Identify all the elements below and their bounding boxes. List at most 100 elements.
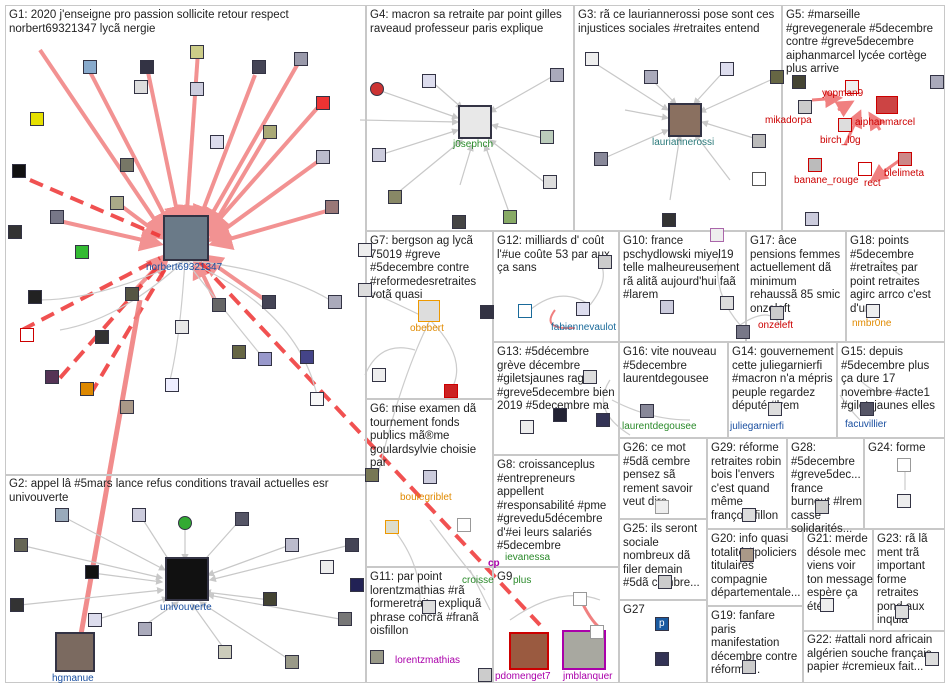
node-label-norbert[interactable]: norbert69321347 bbox=[146, 262, 223, 273]
node-avatar[interactable] bbox=[422, 74, 436, 88]
node-avatar[interactable] bbox=[845, 80, 859, 94]
node-avatar[interactable] bbox=[372, 148, 386, 162]
node-avatar[interactable] bbox=[28, 290, 42, 304]
node-avatar[interactable] bbox=[210, 135, 224, 149]
node-label-pdomenget7[interactable]: pdomenget7 bbox=[495, 671, 551, 682]
node-avatar[interactable] bbox=[8, 225, 22, 239]
node-avatar[interactable] bbox=[736, 325, 750, 339]
node-avatar[interactable] bbox=[644, 70, 658, 84]
node-avatar[interactable] bbox=[300, 350, 314, 364]
node-label-banane[interactable]: banane_rouge bbox=[794, 175, 859, 186]
node-label-rect[interactable]: rect bbox=[864, 178, 881, 189]
node-avatar[interactable] bbox=[594, 152, 608, 166]
node-avatar[interactable] bbox=[45, 370, 59, 384]
node-avatar[interactable] bbox=[660, 300, 674, 314]
node-avatar[interactable] bbox=[768, 402, 782, 416]
node-label-plus[interactable]: plus bbox=[513, 575, 532, 586]
node-label-yopman9[interactable]: yopman9 bbox=[822, 88, 864, 99]
node-avatar[interactable] bbox=[798, 100, 812, 114]
node-label-bleli[interactable]: blelimeta bbox=[884, 168, 925, 179]
node-label-onzeleft[interactable]: onzeleft bbox=[758, 320, 794, 331]
node-avatar[interactable] bbox=[640, 404, 654, 418]
node-avatar-j0sephch[interactable] bbox=[458, 105, 492, 139]
node-avatar[interactable] bbox=[655, 652, 669, 666]
node-avatar[interactable] bbox=[897, 458, 911, 472]
node-avatar[interactable] bbox=[858, 162, 872, 176]
node-label-jmblanquer[interactable]: jmblanquer bbox=[563, 671, 613, 682]
node-label-laurentdegousee[interactable]: laurentdegousee bbox=[622, 421, 697, 432]
node-avatar[interactable] bbox=[120, 158, 134, 172]
node-avatar[interactable] bbox=[345, 538, 359, 552]
node-avatar[interactable] bbox=[85, 565, 99, 579]
node-avatar[interactable] bbox=[590, 625, 604, 639]
node-avatar[interactable] bbox=[263, 125, 277, 139]
node-avatar[interactable] bbox=[235, 512, 249, 526]
node-avatar[interactable] bbox=[838, 118, 852, 132]
node-avatar[interactable] bbox=[110, 196, 124, 210]
node-avatar[interactable] bbox=[742, 508, 756, 522]
node-avatar[interactable] bbox=[316, 150, 330, 164]
node-avatar[interactable] bbox=[720, 62, 734, 76]
node-avatar[interactable] bbox=[860, 402, 874, 416]
node-avatar[interactable] bbox=[895, 605, 909, 619]
node-avatar[interactable] bbox=[138, 622, 152, 636]
node-avatar[interactable] bbox=[310, 392, 324, 406]
node-avatar[interactable] bbox=[316, 96, 330, 110]
node-avatar[interactable] bbox=[258, 352, 272, 366]
node-avatar[interactable] bbox=[540, 130, 554, 144]
node-avatar[interactable] bbox=[175, 320, 189, 334]
node-avatar[interactable] bbox=[370, 650, 384, 664]
node-avatar[interactable] bbox=[370, 82, 384, 96]
node-avatar[interactable] bbox=[658, 575, 672, 589]
node-avatar[interactable] bbox=[520, 420, 534, 434]
node-avatar[interactable] bbox=[75, 245, 89, 259]
node-avatar[interactable] bbox=[88, 613, 102, 627]
node-avatar[interactable] bbox=[543, 175, 557, 189]
node-label-j0sephch[interactable]: j0sephch bbox=[453, 139, 494, 150]
node-avatar[interactable] bbox=[190, 82, 204, 96]
node-avatar[interactable] bbox=[452, 215, 466, 229]
node-avatar[interactable] bbox=[262, 295, 276, 309]
node-avatar[interactable] bbox=[930, 75, 944, 89]
node-avatar[interactable] bbox=[358, 283, 372, 297]
node-avatar[interactable] bbox=[350, 578, 364, 592]
node-avatar[interactable] bbox=[478, 668, 492, 682]
node-avatar[interactable] bbox=[596, 413, 610, 427]
node-avatar[interactable] bbox=[385, 520, 399, 534]
node-avatar[interactable] bbox=[80, 382, 94, 396]
node-avatar[interactable] bbox=[866, 304, 880, 318]
node-label-juliegarnierfi[interactable]: juliegarnierfi bbox=[730, 421, 784, 432]
node-avatar[interactable] bbox=[550, 68, 564, 82]
node-avatar[interactable] bbox=[423, 470, 437, 484]
node-avatar[interactable] bbox=[95, 330, 109, 344]
node-avatar[interactable] bbox=[14, 538, 28, 552]
node-avatar[interactable] bbox=[655, 500, 669, 514]
node-avatar-norbert[interactable] bbox=[163, 215, 209, 261]
node-avatar[interactable] bbox=[720, 296, 734, 310]
node-avatar[interactable] bbox=[358, 243, 372, 257]
node-avatar[interactable] bbox=[165, 378, 179, 392]
node-label-nmbr[interactable]: nmbr0ne bbox=[852, 318, 892, 329]
node-avatar[interactable] bbox=[83, 60, 97, 74]
node-avatar-pdomenget7[interactable] bbox=[509, 632, 549, 670]
node-avatar[interactable] bbox=[898, 152, 912, 166]
node-avatar[interactable] bbox=[132, 508, 146, 522]
node-avatar[interactable] bbox=[134, 80, 148, 94]
node-avatar[interactable] bbox=[897, 494, 911, 508]
node-avatar-hgmanue[interactable] bbox=[55, 632, 95, 672]
node-avatar[interactable] bbox=[518, 304, 532, 318]
node-avatar[interactable] bbox=[792, 75, 806, 89]
node-avatar-lauriannerossi[interactable] bbox=[668, 103, 702, 137]
node-avatar[interactable] bbox=[232, 345, 246, 359]
node-avatar[interactable] bbox=[662, 213, 676, 227]
node-avatar[interactable] bbox=[418, 300, 440, 322]
node-label-univouverte[interactable]: univouverte bbox=[160, 602, 212, 613]
node-label-croisse[interactable]: croisse bbox=[462, 575, 494, 586]
node-avatar[interactable] bbox=[444, 384, 458, 398]
node-label-facuvillier[interactable]: facuvillier bbox=[845, 419, 887, 430]
node-label-hgmanue[interactable]: hgmanue bbox=[52, 673, 94, 684]
node-avatar[interactable] bbox=[583, 370, 597, 384]
node-avatar[interactable] bbox=[20, 328, 34, 342]
node-avatar[interactable] bbox=[338, 612, 352, 626]
node-avatar[interactable] bbox=[294, 52, 308, 66]
